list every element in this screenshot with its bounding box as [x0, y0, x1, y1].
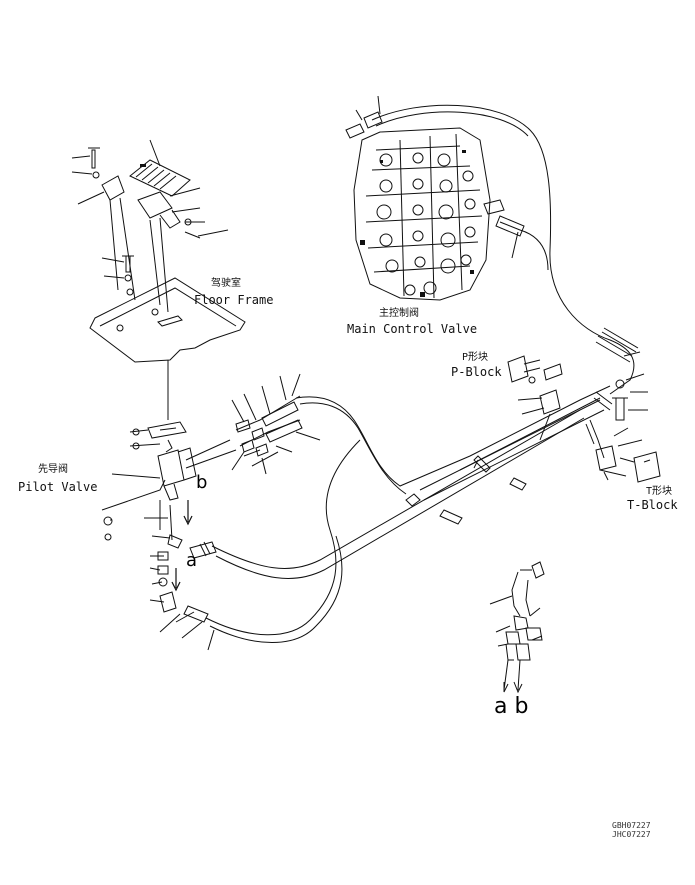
mark-a: a — [186, 550, 198, 571]
floor-frame-label-cn: 驾驶室 — [211, 278, 241, 289]
pilot-valve — [132, 421, 237, 541]
hose-routing — [205, 104, 639, 643]
pilot-fittings — [157, 534, 217, 623]
pilot-valve-label-cn: 先导阀 — [38, 464, 68, 475]
pilot-valve-label: Pilot Valve — [18, 480, 98, 494]
hose-clamps — [405, 455, 527, 525]
upper-fittings — [231, 373, 321, 475]
flow-arrows — [171, 500, 193, 592]
drawing-ref-1: GBH07227 — [612, 821, 651, 830]
leader-lines-top-left — [71, 139, 229, 279]
t-block-label: T-Block — [627, 498, 678, 512]
main-control-valve-label-cn: 主控制阀 — [379, 308, 419, 319]
drawing-ref-2: JHC07227 — [612, 830, 651, 839]
t-block — [595, 351, 661, 483]
main-control-valve — [345, 95, 525, 301]
ab-detail-assembly — [489, 561, 545, 694]
leader-lines-pilot — [101, 429, 215, 651]
mark-ab: a b — [494, 694, 529, 719]
floor-frame-label: Floor Frame — [194, 293, 274, 307]
mark-b: b — [196, 472, 208, 493]
p-block — [507, 355, 563, 441]
pedal-assembly — [88, 147, 201, 313]
dark-details — [140, 150, 474, 297]
p-block-label: P-Block — [451, 365, 502, 379]
t-block-label-cn: T形块 — [646, 486, 673, 497]
p-block-label-cn: P形块 — [462, 352, 489, 363]
main-control-valve-label: Main Control Valve — [347, 322, 478, 336]
floor-frame-plate — [89, 277, 246, 363]
